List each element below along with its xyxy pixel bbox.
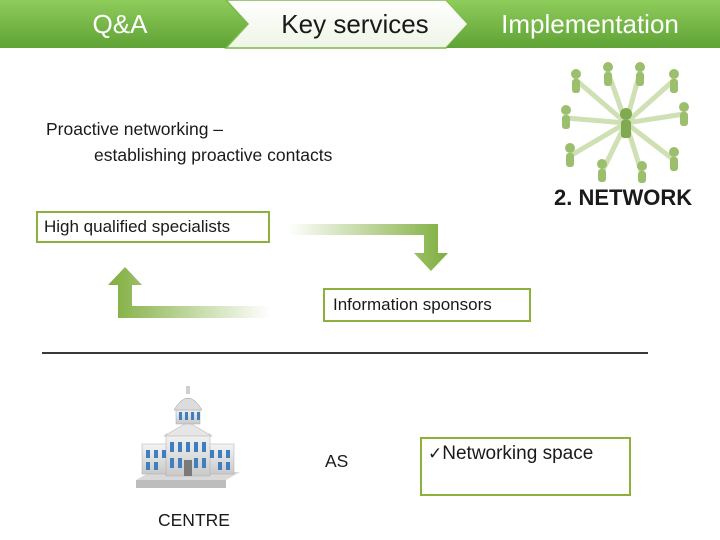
government-building-icon [136,386,240,488]
nav-chevrons [0,0,720,49]
centre-label: CENTRE [158,510,230,530]
section-divider [42,352,648,354]
checkmark-icon: ✓ [428,444,443,464]
people-network-icon [561,62,689,183]
networking-space-box: ✓Networking space [420,437,631,496]
arrow-to-specialists [108,267,270,318]
tab-qa[interactable]: Q&A [92,9,148,39]
tab-implementation[interactable]: Implementation [501,9,679,39]
arrow-to-sponsors [288,224,448,271]
network-label: 2. NETWORK [554,185,693,210]
information-sponsors-box: Information sponsors [323,288,531,322]
high-qualified-specialists-box: High qualified specialists [36,211,270,243]
flow-arrows [108,224,448,318]
tab-qa-shape[interactable] [0,0,248,48]
intro-text: Proactive networking – establishing proa… [46,116,332,168]
tab-key-services[interactable]: Key services [281,9,429,39]
intro-line-1: Proactive networking – [46,119,224,139]
intro-line-2: establishing proactive contacts [94,145,333,165]
networking-space-label: Networking space [442,443,594,464]
top-navigation: Q&A Key services Implementation [0,0,720,50]
tab-implementation-shape[interactable] [446,0,720,48]
as-label: AS [325,451,349,471]
